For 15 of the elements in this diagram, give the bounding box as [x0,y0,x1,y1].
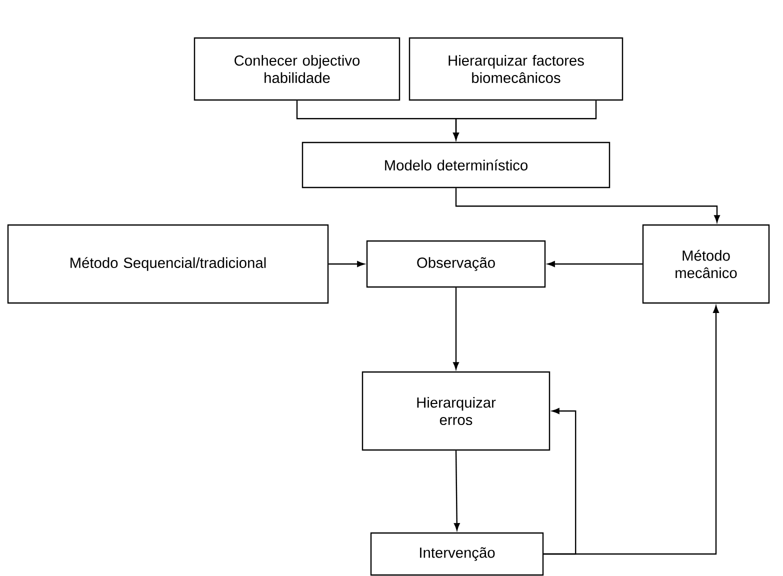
process-box: Hierarquizar erros [362,371,550,451]
process-box: Método mecânico [642,224,770,304]
process-box: Observação [366,240,546,288]
arrow [455,188,720,222]
arrow [453,100,597,140]
arrow [454,450,460,530]
arrow [453,288,459,370]
process-box: Hierarquizar factores biomecânicos [408,37,624,101]
process-box: Método Sequencial/tradicional [7,224,329,304]
arrow [328,261,364,267]
process-box: Intervenção [370,532,544,576]
process-box: Modelo determinístico [302,142,610,188]
arrow [544,306,719,555]
process-box: Conhecer objectivo habilidade [194,37,400,101]
arrow [548,261,642,267]
